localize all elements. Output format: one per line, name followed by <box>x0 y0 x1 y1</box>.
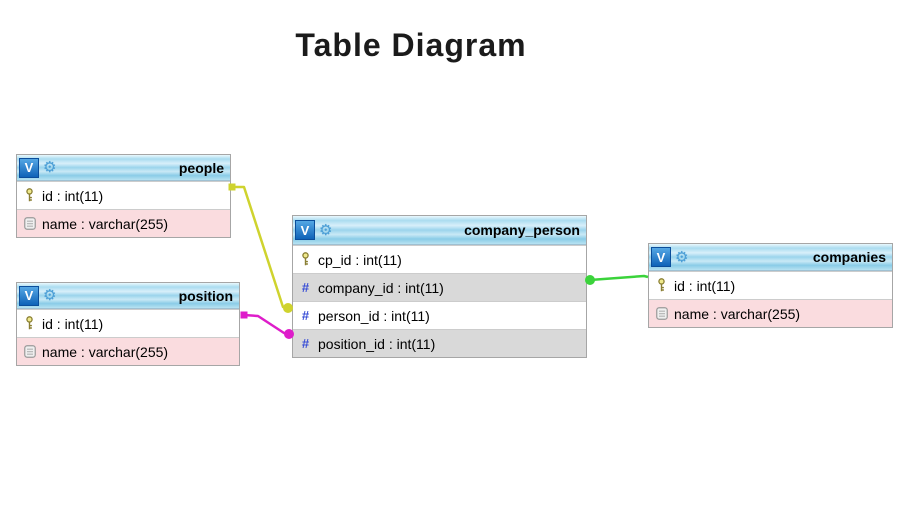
column-row[interactable]: name : varchar(255) <box>17 209 230 237</box>
table-company_person[interactable]: V⚙ company_person cp_id : int(11) # company_… <box>292 215 587 358</box>
table-toggle-icon[interactable]: V <box>19 157 39 178</box>
column-row[interactable]: # position_id : int(11) <box>293 329 586 357</box>
table-companies[interactable]: V⚙ companies id : int(11) name : varchar(25… <box>648 243 893 328</box>
column-label: name : varchar(255) <box>42 343 169 360</box>
table-header[interactable]: V⚙ companies <box>649 244 892 271</box>
column-label: cp_id : int(11) <box>318 251 402 268</box>
column-label: id : int(11) <box>42 315 104 332</box>
gear-icon[interactable]: ⚙ <box>319 221 333 239</box>
column-label: person_id : int(11) <box>318 307 430 324</box>
primary-key-icon <box>23 316 36 331</box>
page-title: Table Diagram <box>295 27 527 63</box>
relation-position-position_id <box>240 311 294 339</box>
column-row[interactable]: # person_id : int(11) <box>293 301 586 329</box>
table-name: company_person <box>464 222 580 238</box>
column-row[interactable]: cp_id : int(11) <box>293 245 586 273</box>
column-label: name : varchar(255) <box>42 215 169 232</box>
column-label: position_id : int(11) <box>318 335 436 352</box>
column-row[interactable]: name : varchar(255) <box>17 337 239 365</box>
column-row[interactable]: id : int(11) <box>17 181 230 209</box>
relation-company_id-companies <box>585 274 649 285</box>
primary-key-icon <box>23 188 36 203</box>
index-hash-icon: # <box>301 336 310 351</box>
gear-icon[interactable]: ⚙ <box>43 287 57 304</box>
column-row[interactable]: # company_id : int(11) <box>293 273 586 301</box>
table-name: position <box>178 287 233 304</box>
column-label: id : int(11) <box>42 187 104 204</box>
gear-icon[interactable]: ⚙ <box>43 159 57 176</box>
column-row[interactable]: name : varchar(255) <box>649 299 892 327</box>
table-name: people <box>178 159 224 176</box>
index-hash-icon: # <box>301 280 310 295</box>
column-row[interactable]: id : int(11) <box>17 309 239 337</box>
column-label: name : varchar(255) <box>674 305 801 322</box>
table-name: companies <box>812 249 886 265</box>
gear-icon[interactable]: ⚙ <box>675 248 689 266</box>
column-icon <box>23 345 36 358</box>
table-people[interactable]: V⚙ people id : int(11) name : varchar(255) <box>16 154 231 238</box>
table-toggle-icon[interactable]: V <box>651 247 671 267</box>
index-hash-icon: # <box>301 308 310 323</box>
table-toggle-icon[interactable]: V <box>295 220 315 240</box>
column-icon <box>655 307 668 320</box>
column-row[interactable]: id : int(11) <box>649 271 892 299</box>
column-label: company_id : int(11) <box>318 279 444 296</box>
column-icon <box>23 217 36 230</box>
primary-key-icon <box>299 252 312 267</box>
table-header[interactable]: V⚙ people <box>17 155 230 181</box>
column-label: id : int(11) <box>674 277 736 294</box>
table-header[interactable]: V⚙ position <box>17 283 239 309</box>
table-position[interactable]: V⚙ position id : int(11) name : varchar(255… <box>16 282 240 366</box>
table-header[interactable]: V⚙ company_person <box>293 216 586 245</box>
table-toggle-icon[interactable]: V <box>19 285 39 306</box>
primary-key-icon <box>655 278 668 293</box>
